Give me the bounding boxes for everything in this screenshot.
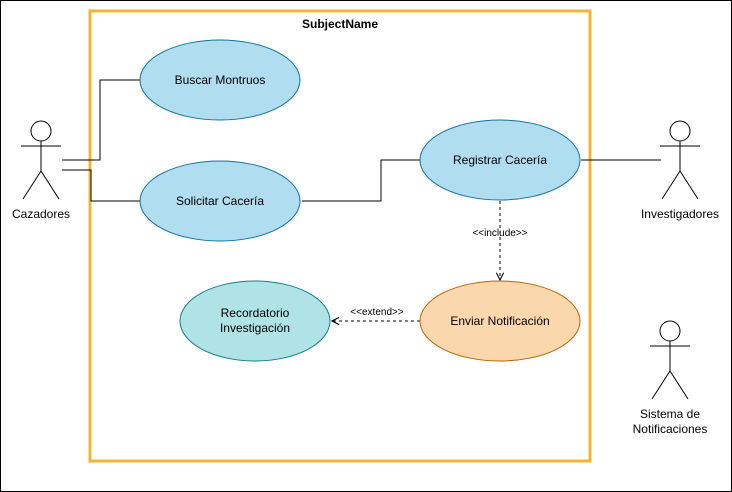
use-case-registrar-shape (419, 119, 581, 201)
association-cazadores-solicitar[interactable] (62, 169, 140, 202)
actor-sistema-label-line1: Sistema de (640, 407, 700, 421)
actor-sistema-label-line2: Notificaciones (633, 422, 708, 436)
use-case-recordatorio-investigacion[interactable]: Recordatorio Investigación (179, 280, 331, 362)
actor-investigadores[interactable] (660, 120, 700, 200)
stick-figure-icon (660, 120, 700, 200)
use-case-enviar-notificacion[interactable]: Enviar Notificación (419, 280, 581, 362)
extend-relation[interactable]: <<extend>> (332, 307, 420, 321)
system-boundary-title: SubjectName (302, 17, 378, 31)
use-case-registrar-label: Registrar Cacería (453, 153, 547, 167)
actor-cazadores-label: Cazadores (12, 207, 70, 221)
stick-figure-icon (21, 120, 61, 200)
include-relation[interactable]: <<include>> (472, 201, 528, 280)
actor-cazadores[interactable] (21, 120, 61, 200)
use-case-enviar-label: Enviar Notificación (450, 314, 549, 328)
extend-label: <<extend>> (350, 307, 404, 318)
use-case-buscar-shape (139, 39, 301, 121)
use-case-registrar-caceria[interactable]: Registrar Cacería (419, 119, 581, 201)
use-case-solicitar-label: Solicitar Cacería (176, 194, 264, 208)
association-solicitar-registrar[interactable] (302, 159, 421, 202)
system-boundary-box (88, 9, 592, 463)
use-case-buscar-montruos[interactable]: Buscar Montruos (139, 39, 301, 121)
use-case-buscar-label: Buscar Montruos (175, 73, 266, 87)
use-case-recordatorio-shape (179, 280, 331, 362)
use-case-recordatorio-label-line1: Recordatorio (221, 306, 290, 320)
use-case-recordatorio-label-line2: Investigación (220, 321, 290, 335)
system-boundary[interactable]: SubjectName (88, 9, 592, 463)
include-label: <<include>> (472, 228, 527, 239)
use-case-enviar-shape (419, 280, 581, 362)
stick-figure-icon (650, 320, 690, 400)
use-case-solicitar-caceria[interactable]: Solicitar Cacería (139, 160, 301, 242)
use-case-solicitar-shape (139, 160, 301, 242)
association-cazadores-buscar[interactable] (62, 79, 140, 161)
actor-sistema-notificaciones[interactable] (650, 320, 690, 400)
actor-investigadores-label: Investigadores (641, 207, 719, 221)
